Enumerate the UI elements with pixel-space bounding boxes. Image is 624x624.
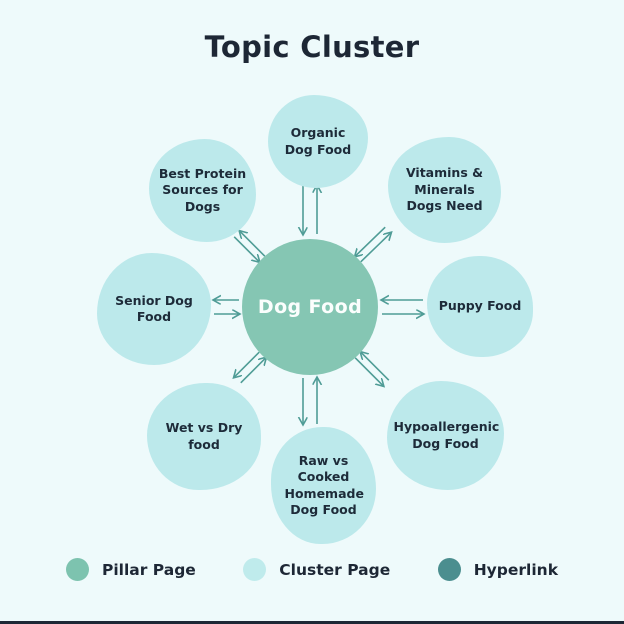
legend-item-cluster-page: Cluster Page [243, 558, 390, 581]
cluster-label: Best Protein Sources for Dogs [158, 165, 247, 214]
legend-label: Hyperlink [473, 560, 558, 579]
cluster-label: Hypoallergenic Dog Food [393, 419, 500, 451]
page-title: Topic Cluster [204, 30, 420, 64]
cluster-label: Senior Dog Food [115, 292, 193, 325]
pillar-page-dot-icon [66, 558, 89, 581]
hyperlink-dot-icon [437, 558, 461, 581]
legend-label: Cluster Page [279, 560, 391, 579]
cluster-label: Puppy Food [438, 298, 522, 314]
cluster-node-hypoallergenic: Hypoallergenic Dog Food [387, 381, 504, 490]
cluster-node-senior-dog-food: Senior Dog Food [97, 253, 211, 365]
bottom-border-line [0, 621, 624, 624]
cluster-label: Organic Dog Food [284, 125, 352, 157]
cluster-label: Vitamins & Minerals Dogs Need [405, 165, 484, 214]
cluster-node-puppy-food: Puppy Food [427, 256, 533, 357]
cluster-label: Wet vs Dry food [165, 420, 243, 452]
cluster-node-best-protein: Best Protein Sources for Dogs [149, 139, 256, 242]
cluster-node-vitamins-minerals: Vitamins & Minerals Dogs Need [388, 137, 501, 243]
pillar-label: Dog Food [257, 296, 363, 318]
cluster-label: Raw vs Cooked Homemade Dog Food [284, 452, 364, 518]
cluster-node-wet-vs-dry: Wet vs Dry food [147, 383, 261, 490]
legend: Pillar Page Cluster Page Hyperlink [0, 558, 624, 581]
cluster-node-organic-dog-food: Organic Dog Food [268, 95, 368, 188]
legend-item-pillar-page: Pillar Page [66, 558, 196, 581]
pillar-node-dog-food: Dog Food [242, 239, 378, 375]
legend-label: Pillar Page [102, 560, 196, 579]
legend-item-hyperlink: Hyperlink [437, 558, 558, 581]
cluster-node-raw-vs-cooked: Raw vs Cooked Homemade Dog Food [271, 427, 376, 544]
cluster-page-dot-icon [243, 558, 267, 581]
